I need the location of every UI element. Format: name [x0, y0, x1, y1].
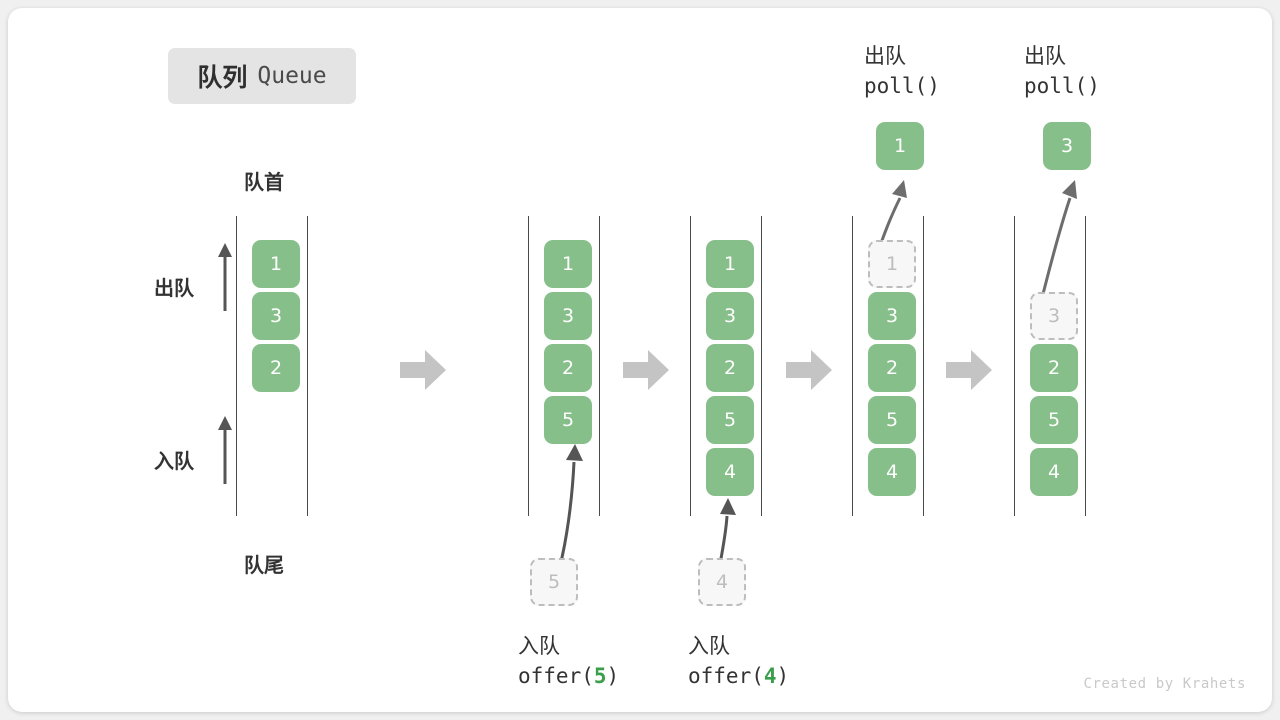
rail-right — [761, 216, 762, 516]
polled-element-3[interactable]: 3 — [1043, 122, 1091, 170]
rail-left — [528, 216, 529, 516]
queue-cell[interactable]: 1 — [252, 240, 300, 288]
offer-4-caption-code: offer(4) — [688, 664, 789, 688]
queue-cell-new[interactable]: 5 — [544, 396, 592, 444]
cell-stack: 1 3 2 — [252, 240, 300, 392]
step-arrow-icon — [946, 350, 992, 390]
offer-5-code-suffix: ) — [606, 664, 620, 688]
queue-cell[interactable]: 1 — [544, 240, 592, 288]
offer-4-code-arg: 4 — [763, 664, 777, 688]
queue-cell[interactable]: 5 — [706, 396, 754, 444]
queue-head-label: 队首 — [244, 170, 284, 194]
diagram-title-badge: 队列 Queue — [168, 48, 356, 104]
queue-cell[interactable]: 2 — [1030, 344, 1078, 392]
queue-cell[interactable]: 4 — [868, 448, 916, 496]
enqueue-direction-arrow-icon — [213, 416, 237, 484]
queue-cell[interactable]: 2 — [868, 344, 916, 392]
offer-5-code-arg: 5 — [593, 664, 607, 688]
enqueue-arrow-4-icon — [710, 494, 758, 566]
enqueue-arrow-5-icon — [542, 438, 602, 568]
queue-cell[interactable]: 4 — [1030, 448, 1078, 496]
rail-right — [1085, 216, 1086, 516]
queue-cell[interactable]: 3 — [544, 292, 592, 340]
credit-text: Created by Krahets — [1083, 676, 1246, 692]
rail-right — [923, 216, 924, 516]
queue-cell-new[interactable]: 4 — [706, 448, 754, 496]
poll-3-caption-cn: 出队 — [1024, 44, 1066, 68]
title-cn: 队列 — [197, 63, 248, 92]
pending-element-5[interactable]: 5 — [530, 558, 578, 606]
polled-element-1[interactable]: 1 — [876, 122, 924, 170]
queue-cell[interactable]: 2 — [706, 344, 754, 392]
offer-5-caption-cn: 入队 — [518, 634, 560, 658]
dequeue-direction-label: 出队 — [154, 276, 194, 300]
step-arrow-icon — [623, 350, 669, 390]
poll-1-caption-cn: 出队 — [864, 44, 906, 68]
cell-stack: 1 3 2 5 4 — [706, 240, 754, 496]
queue-cell[interactable]: 3 — [868, 292, 916, 340]
diagram-canvas: 队列 Queue 队首 队尾 出队 入队 1 3 2 — [8, 8, 1272, 712]
queue-cell-vacated — [1030, 240, 1078, 288]
dequeue-direction-arrow-icon — [213, 243, 237, 311]
queue-cell[interactable]: 5 — [868, 396, 916, 444]
queue-cell-removed[interactable]: 1 — [868, 240, 916, 288]
cell-stack: 3 2 5 4 — [1030, 240, 1078, 496]
enqueue-direction-label: 入队 — [154, 449, 194, 473]
offer-5-code-prefix: offer( — [518, 664, 594, 688]
title-en: Queue — [257, 63, 327, 89]
offer-5-caption-code: offer(5) — [518, 664, 619, 688]
rail-left — [1014, 216, 1015, 516]
queue-cell-removed[interactable]: 3 — [1030, 292, 1078, 340]
poll-3-caption-code: poll() — [1024, 74, 1100, 98]
queue-tail-label: 队尾 — [244, 553, 284, 577]
queue-cell[interactable]: 3 — [706, 292, 754, 340]
offer-4-code-prefix: offer( — [688, 664, 764, 688]
rail-left — [236, 216, 237, 516]
rail-right — [307, 216, 308, 516]
queue-cell[interactable]: 3 — [252, 292, 300, 340]
queue-cell[interactable]: 5 — [1030, 396, 1078, 444]
offer-4-caption-cn: 入队 — [688, 634, 730, 658]
pending-element-4[interactable]: 4 — [698, 558, 746, 606]
poll-1-caption-code: poll() — [864, 74, 940, 98]
queue-cell[interactable]: 2 — [544, 344, 592, 392]
rail-left — [852, 216, 853, 516]
step-arrow-icon — [400, 350, 446, 390]
step-arrow-icon — [786, 350, 832, 390]
queue-cell[interactable]: 1 — [706, 240, 754, 288]
queue-cell[interactable]: 2 — [252, 344, 300, 392]
cell-stack: 1 3 2 5 — [544, 240, 592, 444]
rail-left — [690, 216, 691, 516]
rail-right — [599, 216, 600, 516]
offer-4-code-suffix: ) — [776, 664, 790, 688]
cell-stack: 1 3 2 5 4 — [868, 240, 916, 496]
